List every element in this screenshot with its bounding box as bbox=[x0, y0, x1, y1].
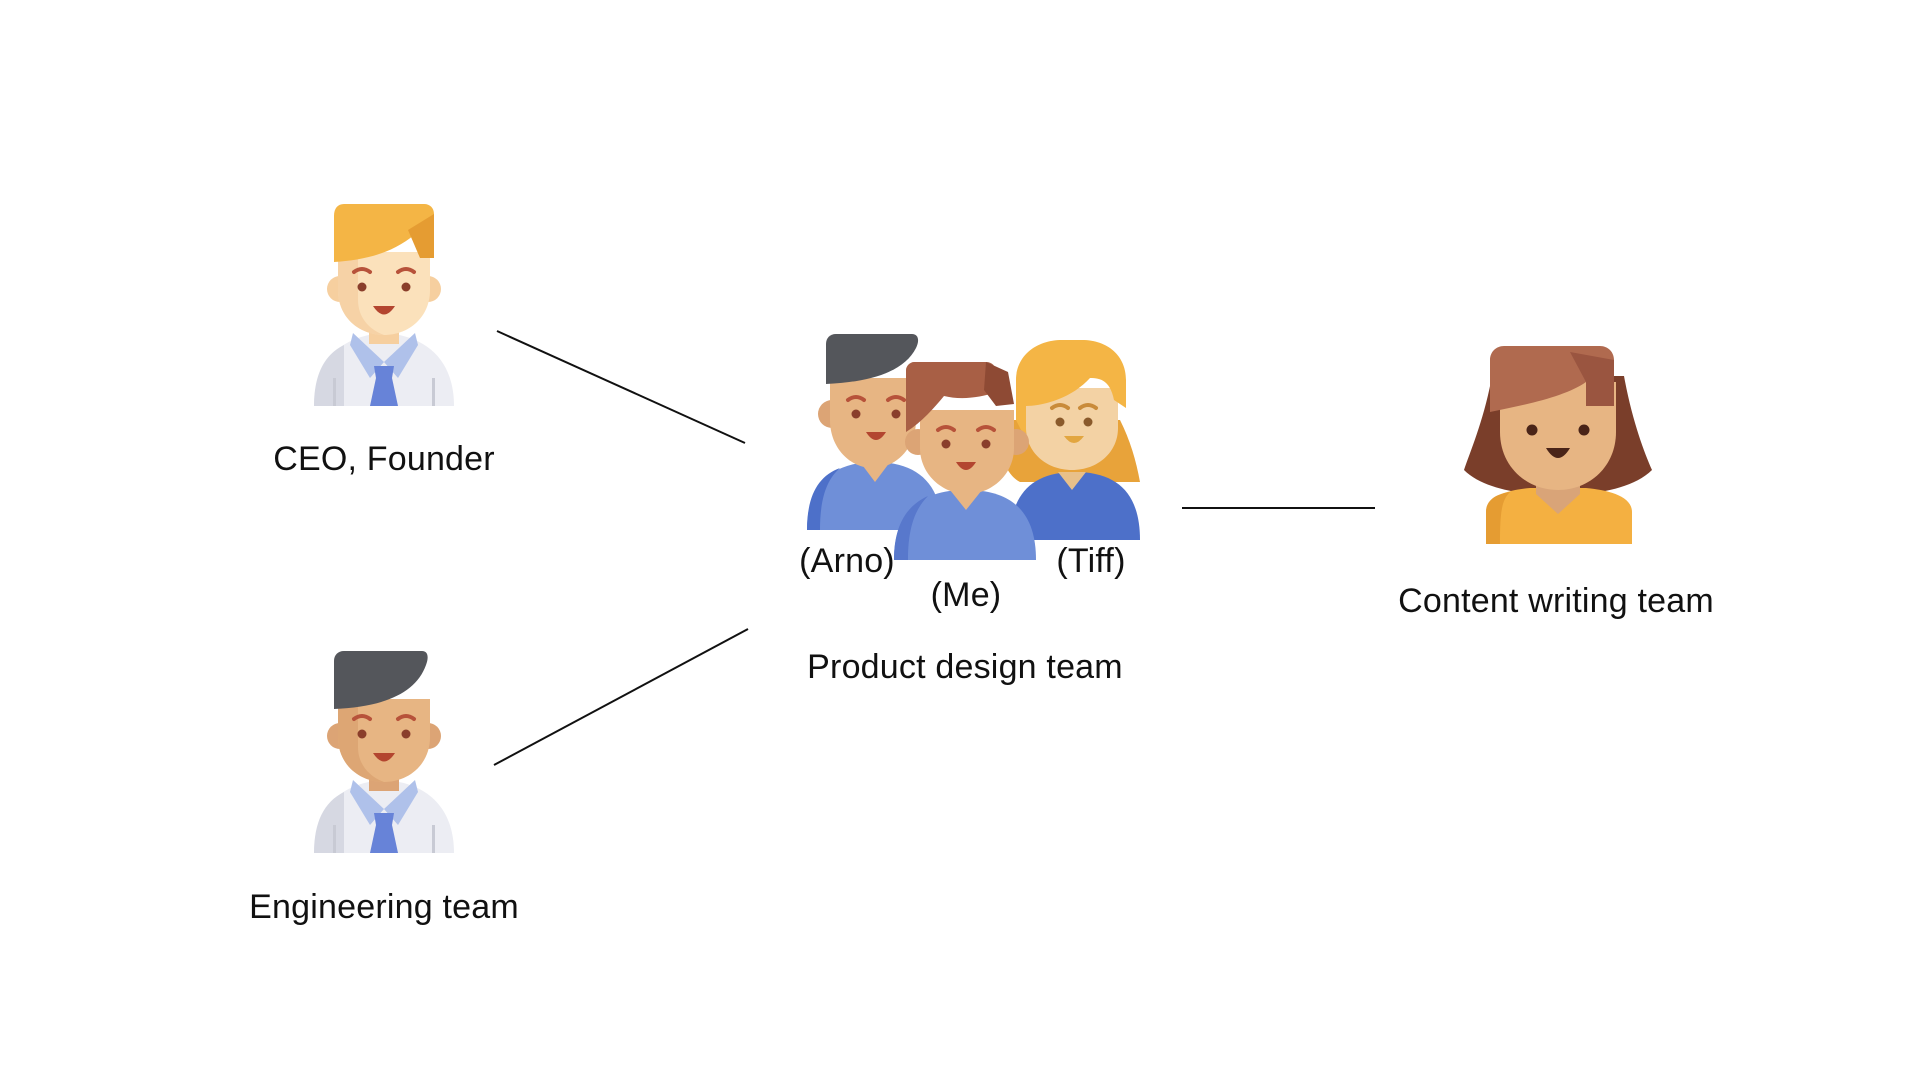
team-member-me-avatar bbox=[894, 362, 1036, 560]
edge-engineering-to-design bbox=[493, 628, 749, 766]
businessman-dark-hair-icon bbox=[314, 651, 454, 853]
node-label-content-writing: Content writing team bbox=[1398, 582, 1714, 620]
node-label-ceo: CEO, Founder bbox=[273, 440, 495, 478]
member-label-me: (Me) bbox=[930, 576, 1002, 614]
team-member-tiff-avatar bbox=[999, 340, 1140, 540]
node-label-product-design: Product design team bbox=[807, 648, 1123, 686]
node-label-engineering: Engineering team bbox=[249, 888, 519, 926]
businessman-blond-icon bbox=[314, 204, 454, 406]
woman-avatar-icon bbox=[1464, 346, 1652, 544]
member-label-tiff: (Tiff) bbox=[1056, 542, 1126, 580]
member-label-arno: (Arno) bbox=[799, 542, 895, 580]
edge-ceo-to-design bbox=[496, 330, 746, 444]
team-of-three-icon bbox=[807, 334, 1140, 560]
